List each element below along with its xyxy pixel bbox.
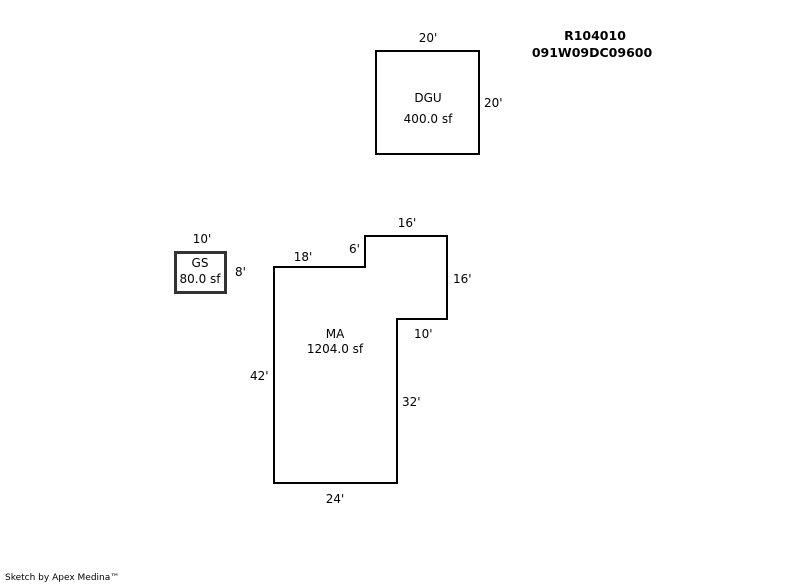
ma-step-dimension: 6'	[349, 242, 360, 256]
gs-right-dimension: 8'	[235, 265, 246, 279]
dgu-code: DGU	[414, 91, 442, 105]
dgu-top-dimension: 20'	[418, 31, 438, 45]
ma-area: 1204.0 sf	[306, 342, 364, 356]
gs-top-dimension: 10'	[192, 232, 212, 246]
footer-credit: Sketch by Apex Medina™	[5, 573, 120, 583]
ma-right-upper-dimension: 16'	[453, 272, 472, 286]
gs-outline	[174, 251, 227, 294]
ma-left-dimension: 42'	[250, 369, 269, 383]
ma-outline	[273, 235, 448, 484]
ma-code: MA	[325, 327, 345, 341]
dgu-outline	[375, 50, 480, 155]
account-number: R104010	[564, 28, 626, 43]
dgu-area: 400.0 sf	[403, 112, 453, 126]
map-number: 091W09DC09600	[531, 45, 653, 60]
gs-area: 80.0 sf	[179, 272, 221, 286]
gs-code: GS	[191, 256, 209, 270]
dgu-right-dimension: 20'	[484, 96, 503, 110]
ma-bottom-dimension: 24'	[325, 492, 345, 506]
ma-top-right-dimension: 16'	[397, 216, 417, 230]
ma-notch-dimension: 10'	[414, 327, 433, 341]
ma-right-lower-dimension: 32'	[402, 395, 421, 409]
ma-top-left-dimension: 18'	[293, 250, 313, 264]
